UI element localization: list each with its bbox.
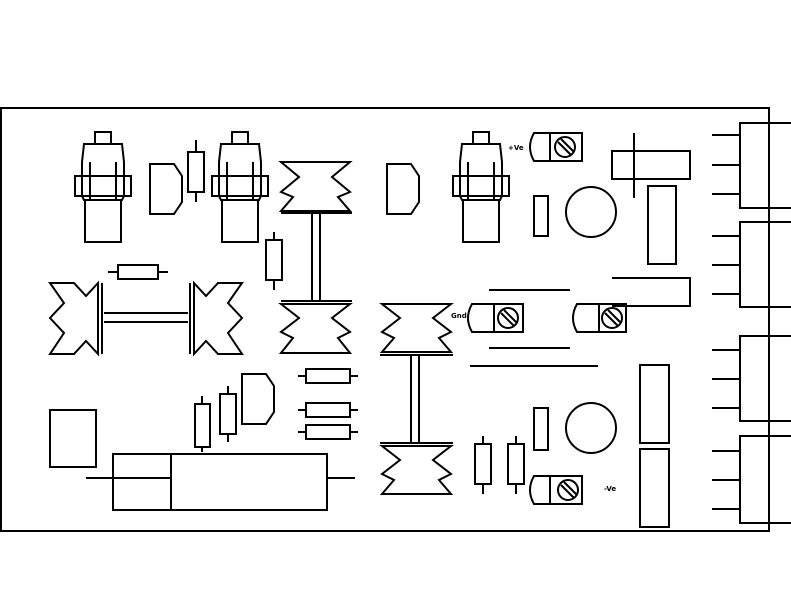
film-capacitor-2 [533, 407, 549, 451]
transistor-package-2 [211, 131, 269, 243]
terminal-block-4 [712, 435, 791, 524]
electrolytic-capacitor-2 [565, 402, 617, 454]
ground-label: Gnd [451, 312, 467, 320]
board-outline [0, 107, 770, 532]
transistor-package-3 [452, 131, 510, 243]
resistor-vertical-5 [474, 436, 492, 494]
heatsink-horizontal-left [48, 280, 244, 357]
d-capacitor-1 [149, 163, 183, 215]
d-capacitor-3 [241, 373, 275, 425]
power-resistor-1 [647, 185, 677, 265]
electrolytic-capacitor-1 [565, 186, 617, 238]
transistor-package-1 [74, 131, 132, 243]
positive-supply-label: +Ve [508, 144, 524, 152]
negative-supply-label: -Ve [604, 485, 616, 493]
resistor-vertical-2 [265, 232, 283, 290]
resistor-horizontal-1 [108, 264, 168, 280]
relay-block [611, 133, 691, 198]
resistor-vertical-4 [219, 386, 237, 442]
power-resistor-2 [612, 277, 691, 307]
resistor-horizontal-4 [298, 424, 358, 440]
terminal-block-1 [712, 122, 791, 209]
terminal-block-3 [712, 335, 791, 422]
power-resistor-3 [639, 364, 670, 444]
large-axial-capacitor [86, 453, 355, 511]
resistor-vertical-6 [507, 436, 525, 494]
square-component [49, 409, 97, 468]
terminal-block-2 [712, 221, 791, 308]
resistor-vertical-3 [194, 396, 211, 452]
d-capacitor-2 [386, 163, 420, 215]
resistor-horizontal-3 [298, 402, 358, 418]
resistor-horizontal-2 [298, 368, 358, 384]
heatsink-vertical-bottom [379, 303, 454, 495]
resistor-vertical-1 [187, 140, 205, 202]
trimmer-pot-2 [467, 303, 524, 333]
film-capacitor-1 [533, 195, 549, 237]
trimmer-pot-1 [529, 132, 583, 162]
trimmer-pot-4 [529, 475, 583, 505]
power-resistor-4 [639, 448, 670, 528]
heatsink-vertical-top [278, 161, 353, 354]
trimmer-pot-3 [572, 303, 627, 333]
